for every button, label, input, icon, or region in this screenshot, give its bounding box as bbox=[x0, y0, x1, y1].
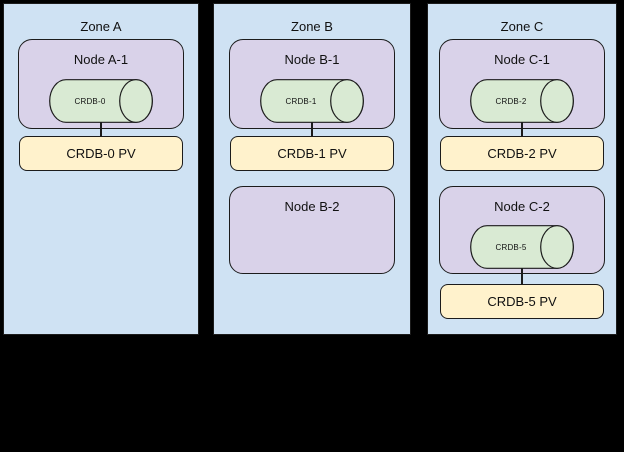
connector-line bbox=[521, 122, 523, 136]
crdb-1-label: CRDB-1 bbox=[285, 96, 317, 106]
crdb-5-pv-box: CRDB-5 PV bbox=[440, 284, 604, 319]
node-c-2: Node C-2 CRDB-5 bbox=[439, 186, 605, 274]
crdb-5-cylinder: CRDB-5 bbox=[470, 225, 574, 269]
crdb-1-cylinder: CRDB-1 bbox=[260, 79, 364, 123]
crdb-2-pv-label: CRDB-2 PV bbox=[487, 146, 557, 161]
node-b-1: Node B-1 CRDB-1 bbox=[229, 39, 395, 129]
zone-c-title: Zone C bbox=[500, 19, 544, 34]
database-cylinder-icon bbox=[260, 79, 364, 123]
node-a-1: Node A-1 CRDB-0 bbox=[18, 39, 184, 129]
crdb-2-label: CRDB-2 bbox=[495, 96, 527, 106]
crdb-2-pv-box: CRDB-2 PV bbox=[440, 136, 604, 171]
connector-line bbox=[311, 122, 313, 136]
node-c-1-title: Node C-1 bbox=[494, 52, 550, 67]
node-b-1-title: Node B-1 bbox=[284, 52, 340, 67]
node-b-2: Node B-2 bbox=[229, 186, 395, 274]
node-a-1-title: Node A-1 bbox=[73, 52, 129, 67]
database-cylinder-icon bbox=[470, 79, 574, 123]
crdb-1-pv-box: CRDB-1 PV bbox=[230, 136, 394, 171]
zone-c: Zone C Node C-1 CRDB-2 CRDB-2 PV Node C-… bbox=[427, 3, 617, 335]
crdb-5-pv-label: CRDB-5 PV bbox=[487, 294, 557, 309]
node-b-2-title: Node B-2 bbox=[284, 199, 340, 214]
node-c-2-title: Node C-2 bbox=[494, 199, 550, 214]
crdb-0-cylinder: CRDB-0 bbox=[49, 79, 153, 123]
database-cylinder-icon bbox=[49, 79, 153, 123]
connector-line bbox=[100, 122, 102, 136]
crdb-0-label: CRDB-0 bbox=[74, 96, 106, 106]
connector-line bbox=[521, 268, 523, 284]
crdb-2-cylinder: CRDB-2 bbox=[470, 79, 574, 123]
zone-b-title: Zone B bbox=[291, 19, 333, 34]
zone-a-title: Zone A bbox=[80, 19, 122, 34]
node-c-1: Node C-1 CRDB-2 bbox=[439, 39, 605, 129]
crdb-5-label: CRDB-5 bbox=[495, 242, 527, 252]
database-cylinder-icon bbox=[470, 225, 574, 269]
zone-a: Zone A Node A-1 CRDB-0 CRDB-0 PV bbox=[3, 3, 199, 335]
zone-b: Zone B Node B-1 CRDB-1 CRDB-1 PV Node B-… bbox=[213, 3, 411, 335]
crdb-0-pv-label: CRDB-0 PV bbox=[66, 146, 136, 161]
crdb-1-pv-label: CRDB-1 PV bbox=[277, 146, 347, 161]
crdb-0-pv-box: CRDB-0 PV bbox=[19, 136, 183, 171]
